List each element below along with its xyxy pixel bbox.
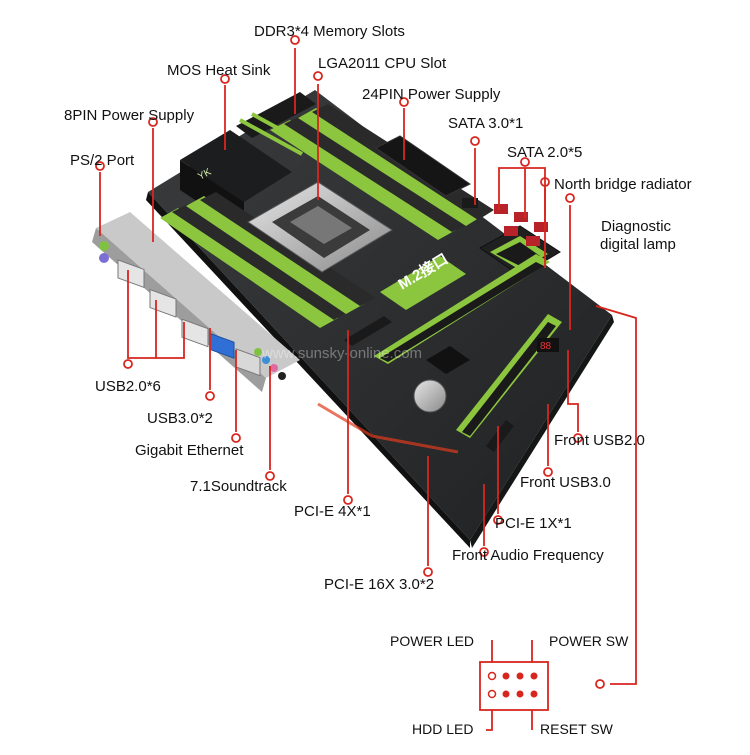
cmos-battery — [413, 379, 447, 413]
label-front-audio: Front Audio Frequency — [452, 547, 604, 564]
label-lga2011-cpu-slot: LGA2011 CPU Slot — [318, 55, 447, 72]
pcie-x1-slot — [486, 420, 514, 452]
label-mos-heat-sink: MOS Heat Sink — [167, 62, 271, 79]
label-usb2: USB2.0*6 — [95, 378, 161, 395]
red-trace — [317, 402, 459, 454]
label-pcie-1x: PCI-E 1X*1 — [495, 515, 572, 532]
cpu-socket — [247, 181, 393, 273]
label-24pin-power: 24PIN Power Supply — [362, 86, 501, 103]
watermark: www.sunsky-online.com — [261, 345, 422, 362]
io-shield — [96, 212, 300, 378]
io-ports — [99, 241, 286, 380]
atx-24pin-connector — [375, 135, 471, 197]
label-front-usb2: Front USB2.0 — [554, 432, 645, 449]
label-pcie-16x: PCI-E 16X 3.0*2 — [324, 576, 435, 593]
label-sata2: SATA 2.0*5 — [507, 144, 583, 161]
label-gigabit-ethernet: Gigabit Ethernet — [135, 442, 244, 459]
pcb-board — [148, 90, 612, 540]
label-reset-sw: RESET SW — [540, 721, 613, 737]
pcb-edge — [470, 315, 614, 548]
label-diagnostic: Diagnostic — [601, 218, 672, 235]
callout-dots — [95, 35, 605, 689]
callout-lines — [99, 48, 637, 731]
label-power-led: POWER LED — [390, 633, 475, 649]
label-8pin-power: 8PIN Power Supply — [64, 107, 195, 124]
pcie-x16-slots — [374, 254, 562, 438]
front-panel-header — [479, 661, 549, 711]
label-soundtrack: 7.1Soundtrack — [190, 478, 287, 495]
label-power-sw: POWER SW — [549, 633, 629, 649]
label-ddr3-memory-slots: DDR3*4 Memory Slots — [254, 23, 405, 40]
diagnostic-lamp: 88 — [537, 338, 559, 352]
label-digital-lamp: digital lamp — [600, 236, 676, 253]
label-hdd-led: HDD LED — [412, 721, 474, 737]
pcb-edge-left — [146, 192, 470, 548]
label-front-usb3: Front USB3.0 — [520, 474, 611, 491]
label-northbridge: North bridge radiator — [554, 176, 692, 193]
label-pcie-4x: PCI-E 4X*1 — [294, 503, 371, 520]
sata-ports — [462, 198, 548, 246]
label-usb3: USB3.0*2 — [147, 410, 213, 427]
chipset — [426, 346, 470, 374]
svg-text:88: 88 — [540, 341, 552, 352]
label-sata3: SATA 3.0*1 — [448, 115, 524, 132]
label-ps2-port: PS/2 Port — [70, 152, 135, 169]
pcie-x4-slot — [344, 316, 392, 346]
